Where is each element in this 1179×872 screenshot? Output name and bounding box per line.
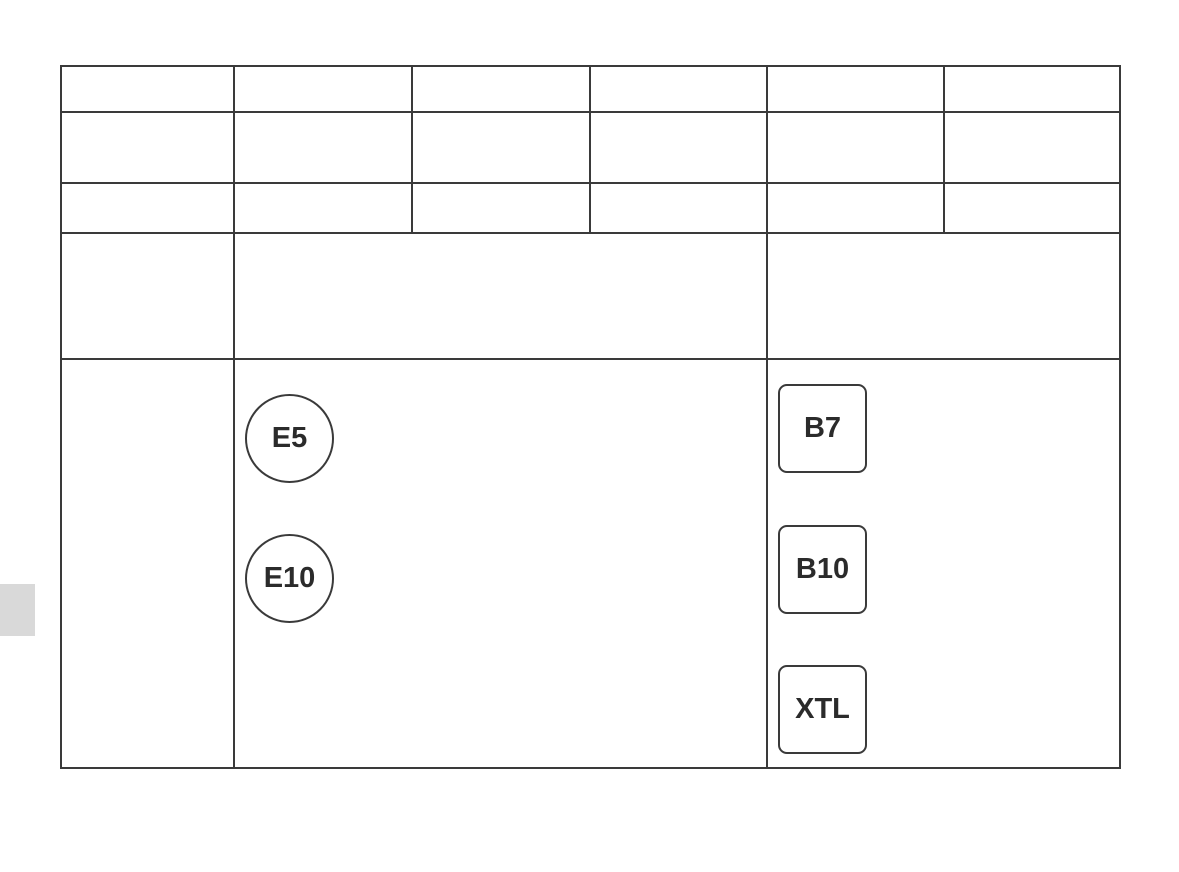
fuel-label-e10-text: E10: [263, 562, 316, 594]
column-divider-2: [411, 65, 413, 233]
column-divider-4: [766, 65, 768, 769]
fuel-compatibility-table: E5 E10 B7 B10 XTL: [60, 65, 1121, 769]
petrol-labels-cell: E5 E10: [235, 360, 766, 767]
fuel-label-e5-text: E5: [271, 422, 308, 454]
fuel-label-xtl-icon: XTL: [778, 665, 867, 754]
column-divider-1: [233, 65, 235, 769]
table-border-bottom: [60, 767, 1121, 769]
table-border-right: [1119, 65, 1121, 769]
column-divider-5: [943, 65, 945, 233]
fuel-label-b10-icon: B10: [778, 525, 867, 614]
fuel-label-b7-icon: B7: [778, 384, 867, 473]
row-divider-4: [60, 358, 1121, 360]
row-divider-3: [60, 232, 1121, 234]
fuel-label-b7-text: B7: [803, 412, 842, 444]
fuel-label-e5-icon: E5: [245, 394, 334, 483]
column-divider-3: [589, 65, 591, 233]
fuel-label-xtl-text: XTL: [795, 693, 850, 725]
fuel-label-e10-icon: E10: [245, 534, 334, 623]
page-tab-marker: [0, 584, 35, 636]
fuel-label-b10-text: B10: [795, 553, 850, 585]
diesel-labels-cell: B7 B10 XTL: [768, 360, 1119, 767]
table-border-left: [60, 65, 62, 769]
